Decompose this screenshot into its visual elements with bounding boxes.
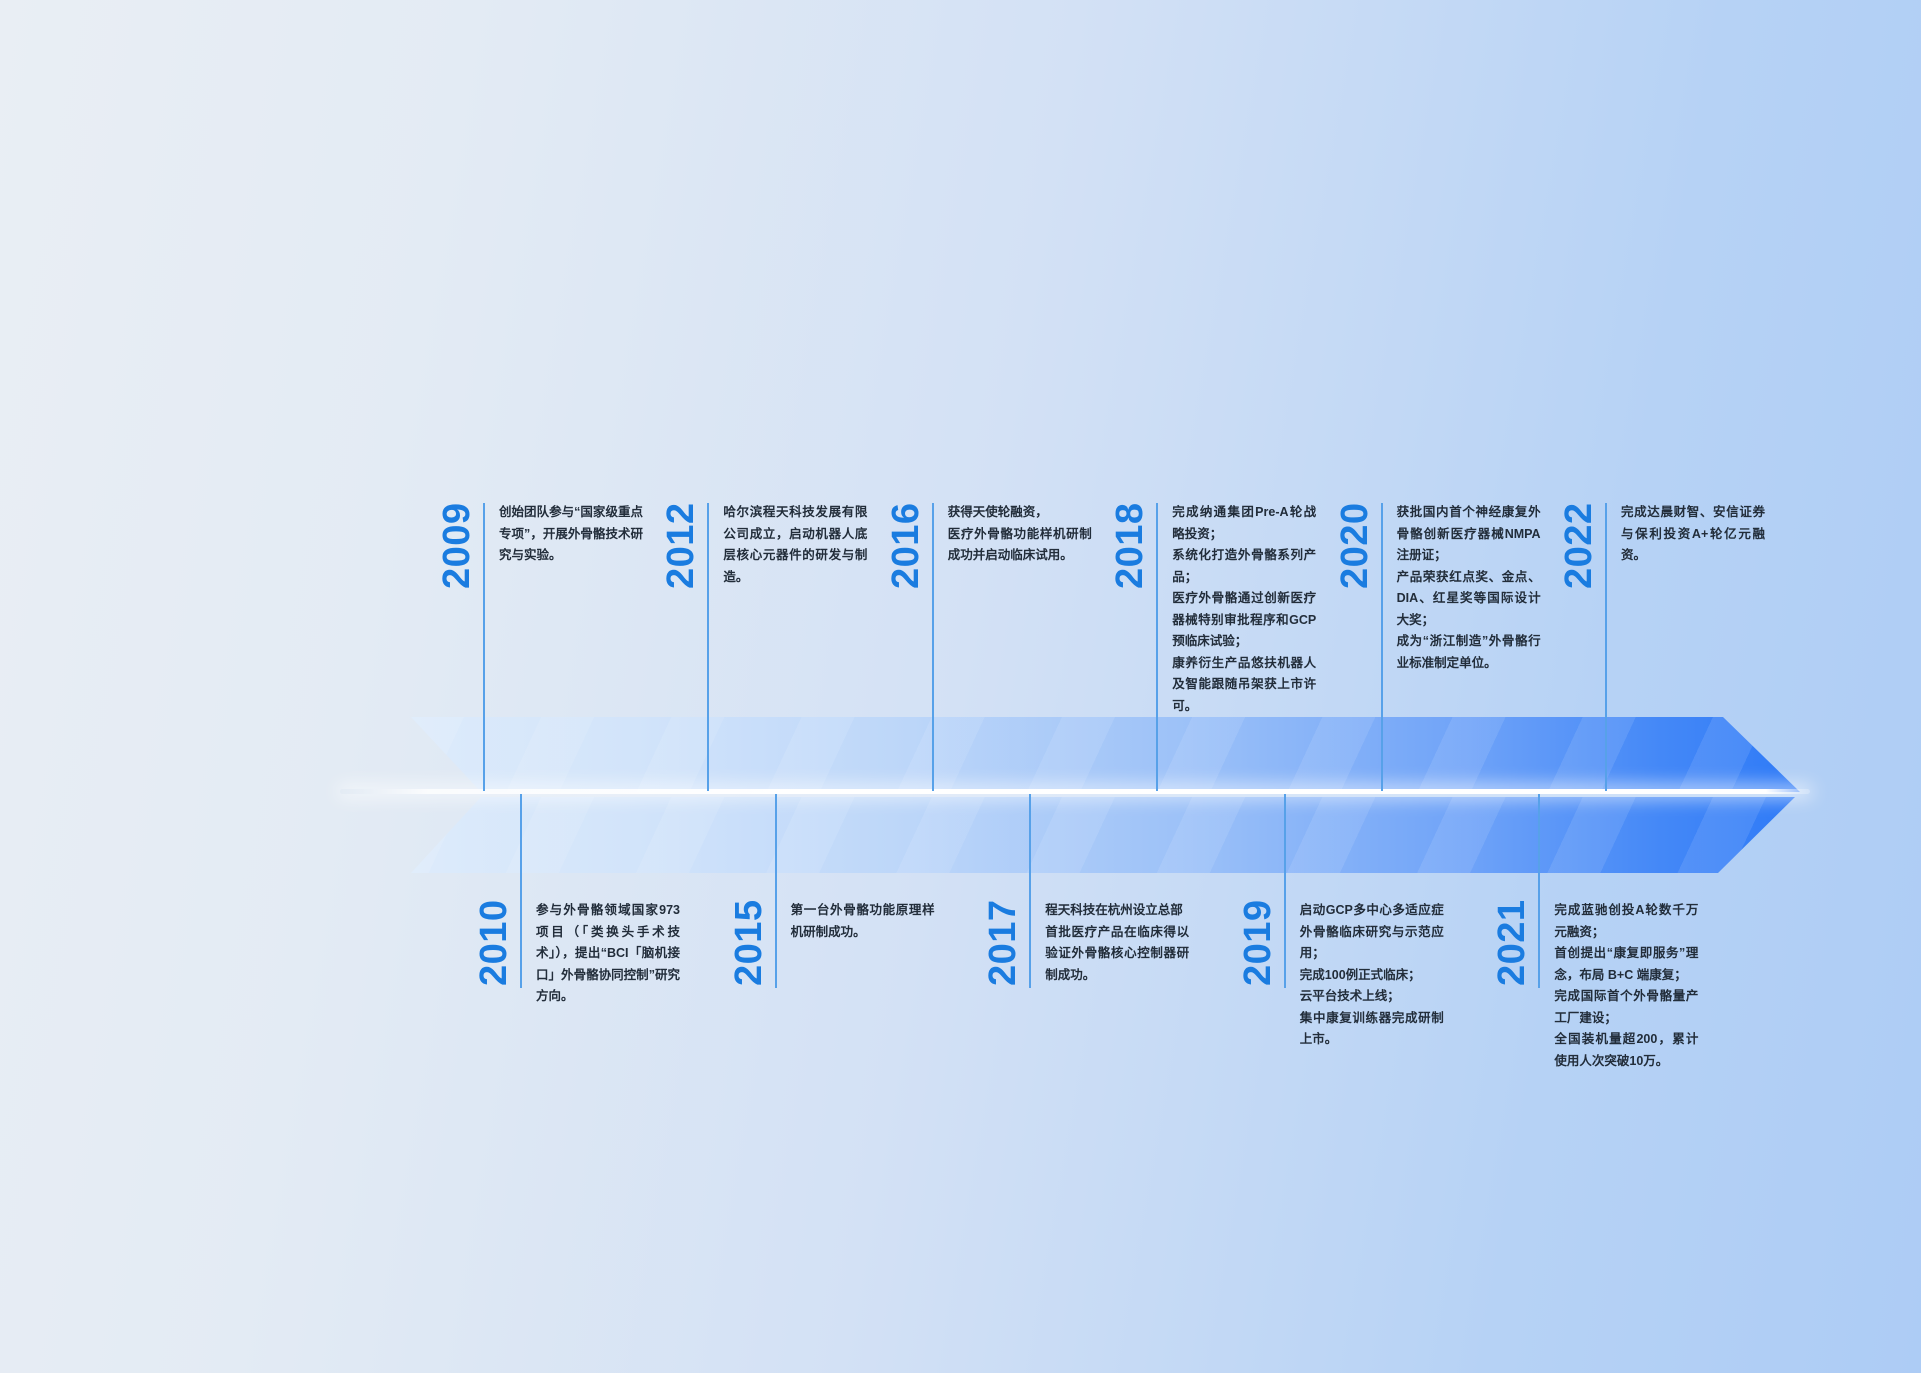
- event-text: 获得天使轮融资， 医疗外骨骼功能样机研制成功并启动临床试用。: [948, 502, 1092, 567]
- event-clause: 集中康复训练器完成研制上市。: [1299, 1010, 1444, 1047]
- event-clause: 全国装机量超200，累计使用人次突破10万。: [1554, 1032, 1699, 1068]
- event-text: 启动GCP多中心多适应症外骨骼临床研究与示范应用； 完成100例正式临床； 云平台技…: [1300, 900, 1444, 1051]
- event-text: 完成纳通集团Pre-A轮战略投资； 系统化打造外骨骼系列产品； 医疗外骨骼通过创新医…: [1172, 502, 1316, 717]
- event-clause: 首创提出“康复即服务”理念，布局 B+C 端康复；: [1554, 946, 1699, 982]
- tick-line: [1380, 503, 1383, 791]
- event-text: 哈尔滨程天科技发展有限公司成立，启动机器人底层核心元器件的研发与制造。: [723, 502, 867, 588]
- event-clause: 第一台外骨骼功能原理样机研制成功。: [790, 903, 935, 939]
- tick-line: [1029, 794, 1032, 988]
- year-label: 2015: [727, 899, 770, 986]
- event-text: 第一台外骨骼功能原理样机研制成功。: [791, 900, 935, 943]
- event-clause: 系统化打造外骨骼系列产品；: [1172, 548, 1317, 584]
- tick-line: [707, 503, 710, 791]
- tick-line: [483, 503, 485, 791]
- event-clause: 创始团队参与“国家级重点专项”，开展外骨骼技术研究与实验。: [499, 505, 643, 562]
- event-clause: 程天科技在杭州设立总部: [1045, 903, 1183, 917]
- event-clause: 完成国际首个外骨骼量产工厂建设；: [1554, 989, 1699, 1025]
- tick-line: [1538, 794, 1541, 988]
- arrow-band-top: [411, 717, 1800, 792]
- year-label: 2016: [884, 502, 927, 589]
- event-text: 参与外骨骼领域国家973项目（「类换头手术技术」），提出“BCI「脑机接口」外骨…: [536, 900, 680, 1008]
- event-clause: 产品荣获红点奖、金点、DIA、红星奖等国际设计大奖；: [1396, 569, 1541, 627]
- event-text: 完成蓝驰创投A轮数千万元融资； 首创提出“康复即服务”理念，布局 B+C 端康复；…: [1554, 900, 1698, 1072]
- year-label: 2018: [1109, 502, 1152, 589]
- year-label: 2009: [436, 502, 478, 589]
- tick-line: [520, 794, 522, 988]
- event-clause: 完成达晨财智、安信证券与保利投资A+轮亿元融资。: [1621, 505, 1765, 562]
- year-label: 2021: [1491, 899, 1534, 986]
- timeline-arrow: [411, 717, 1800, 873]
- year-label: 2012: [660, 502, 703, 589]
- event-clause: 获批国内首个神经康复外骨骼创新医疗器械NMPA注册证；: [1396, 505, 1541, 562]
- event-text: 获批国内首个神经康复外骨骼创新医疗器械NMPA注册证； 产品荣获红点奖、金点、DI…: [1397, 502, 1541, 674]
- tick-line: [931, 503, 934, 791]
- year-label: 2022: [1558, 502, 1600, 589]
- year-label: 2010: [473, 899, 515, 986]
- event-text: 创始团队参与“国家级重点专项”，开展外骨骼技术研究与实验。: [499, 502, 643, 567]
- tick-line: [1283, 794, 1286, 988]
- tick-line: [1156, 503, 1159, 791]
- event-clause: 完成蓝驰创投A轮数千万元融资；: [1554, 903, 1699, 939]
- arrow-center-glow-line: [340, 789, 1810, 794]
- event-clause: 完成纳通集团Pre-A轮战略投资；: [1172, 505, 1317, 541]
- year-label: 2019: [1236, 899, 1279, 986]
- tick-line: [774, 794, 777, 988]
- event-text: 程天科技在杭州设立总部首批医疗产品在临床得以验证外骨骼核心控制器研制成功。: [1045, 900, 1189, 986]
- event-clause: 医疗外骨骼通过创新医疗器械特别审批程序和GCP预临床试验；: [1172, 591, 1317, 648]
- event-clause: 首批医疗产品在临床得以验证外骨骼核心控制器研制成功。: [1045, 924, 1190, 982]
- event-clause: 成为“浙江制造”外骨骼行业标准制定单位。: [1396, 634, 1541, 670]
- event-clause: 云平台技术上线；: [1299, 989, 1400, 1003]
- event-clause: 参与外骨骼领域国家973项目（「类换头手术技术」），提出“BCI「脑机接口」外骨…: [536, 903, 680, 1003]
- event-clause: 哈尔滨程天科技发展有限公司成立，启动机器人底层核心元器件的研发与制造。: [723, 505, 868, 584]
- event-clause: 医疗外骨骼功能样机研制成功并启动临床试用。: [947, 526, 1092, 563]
- year-label: 2017: [982, 899, 1025, 986]
- year-label: 2020: [1333, 502, 1376, 589]
- event-text: 完成达晨财智、安信证券与保利投资A+轮亿元融资。: [1621, 502, 1765, 567]
- event-clause: 完成100例正式临床；: [1299, 967, 1421, 982]
- event-clause: 获得天使轮融资，: [947, 505, 1048, 519]
- event-clause: 启动GCP多中心多适应症外骨骼临床研究与示范应用；: [1299, 903, 1444, 960]
- event-clause: 康养衍生产品悠扶机器人及智能跟随吊架获上市许可。: [1172, 655, 1317, 713]
- tick-line: [1605, 503, 1607, 791]
- arrow-band-bottom: [411, 797, 1795, 873]
